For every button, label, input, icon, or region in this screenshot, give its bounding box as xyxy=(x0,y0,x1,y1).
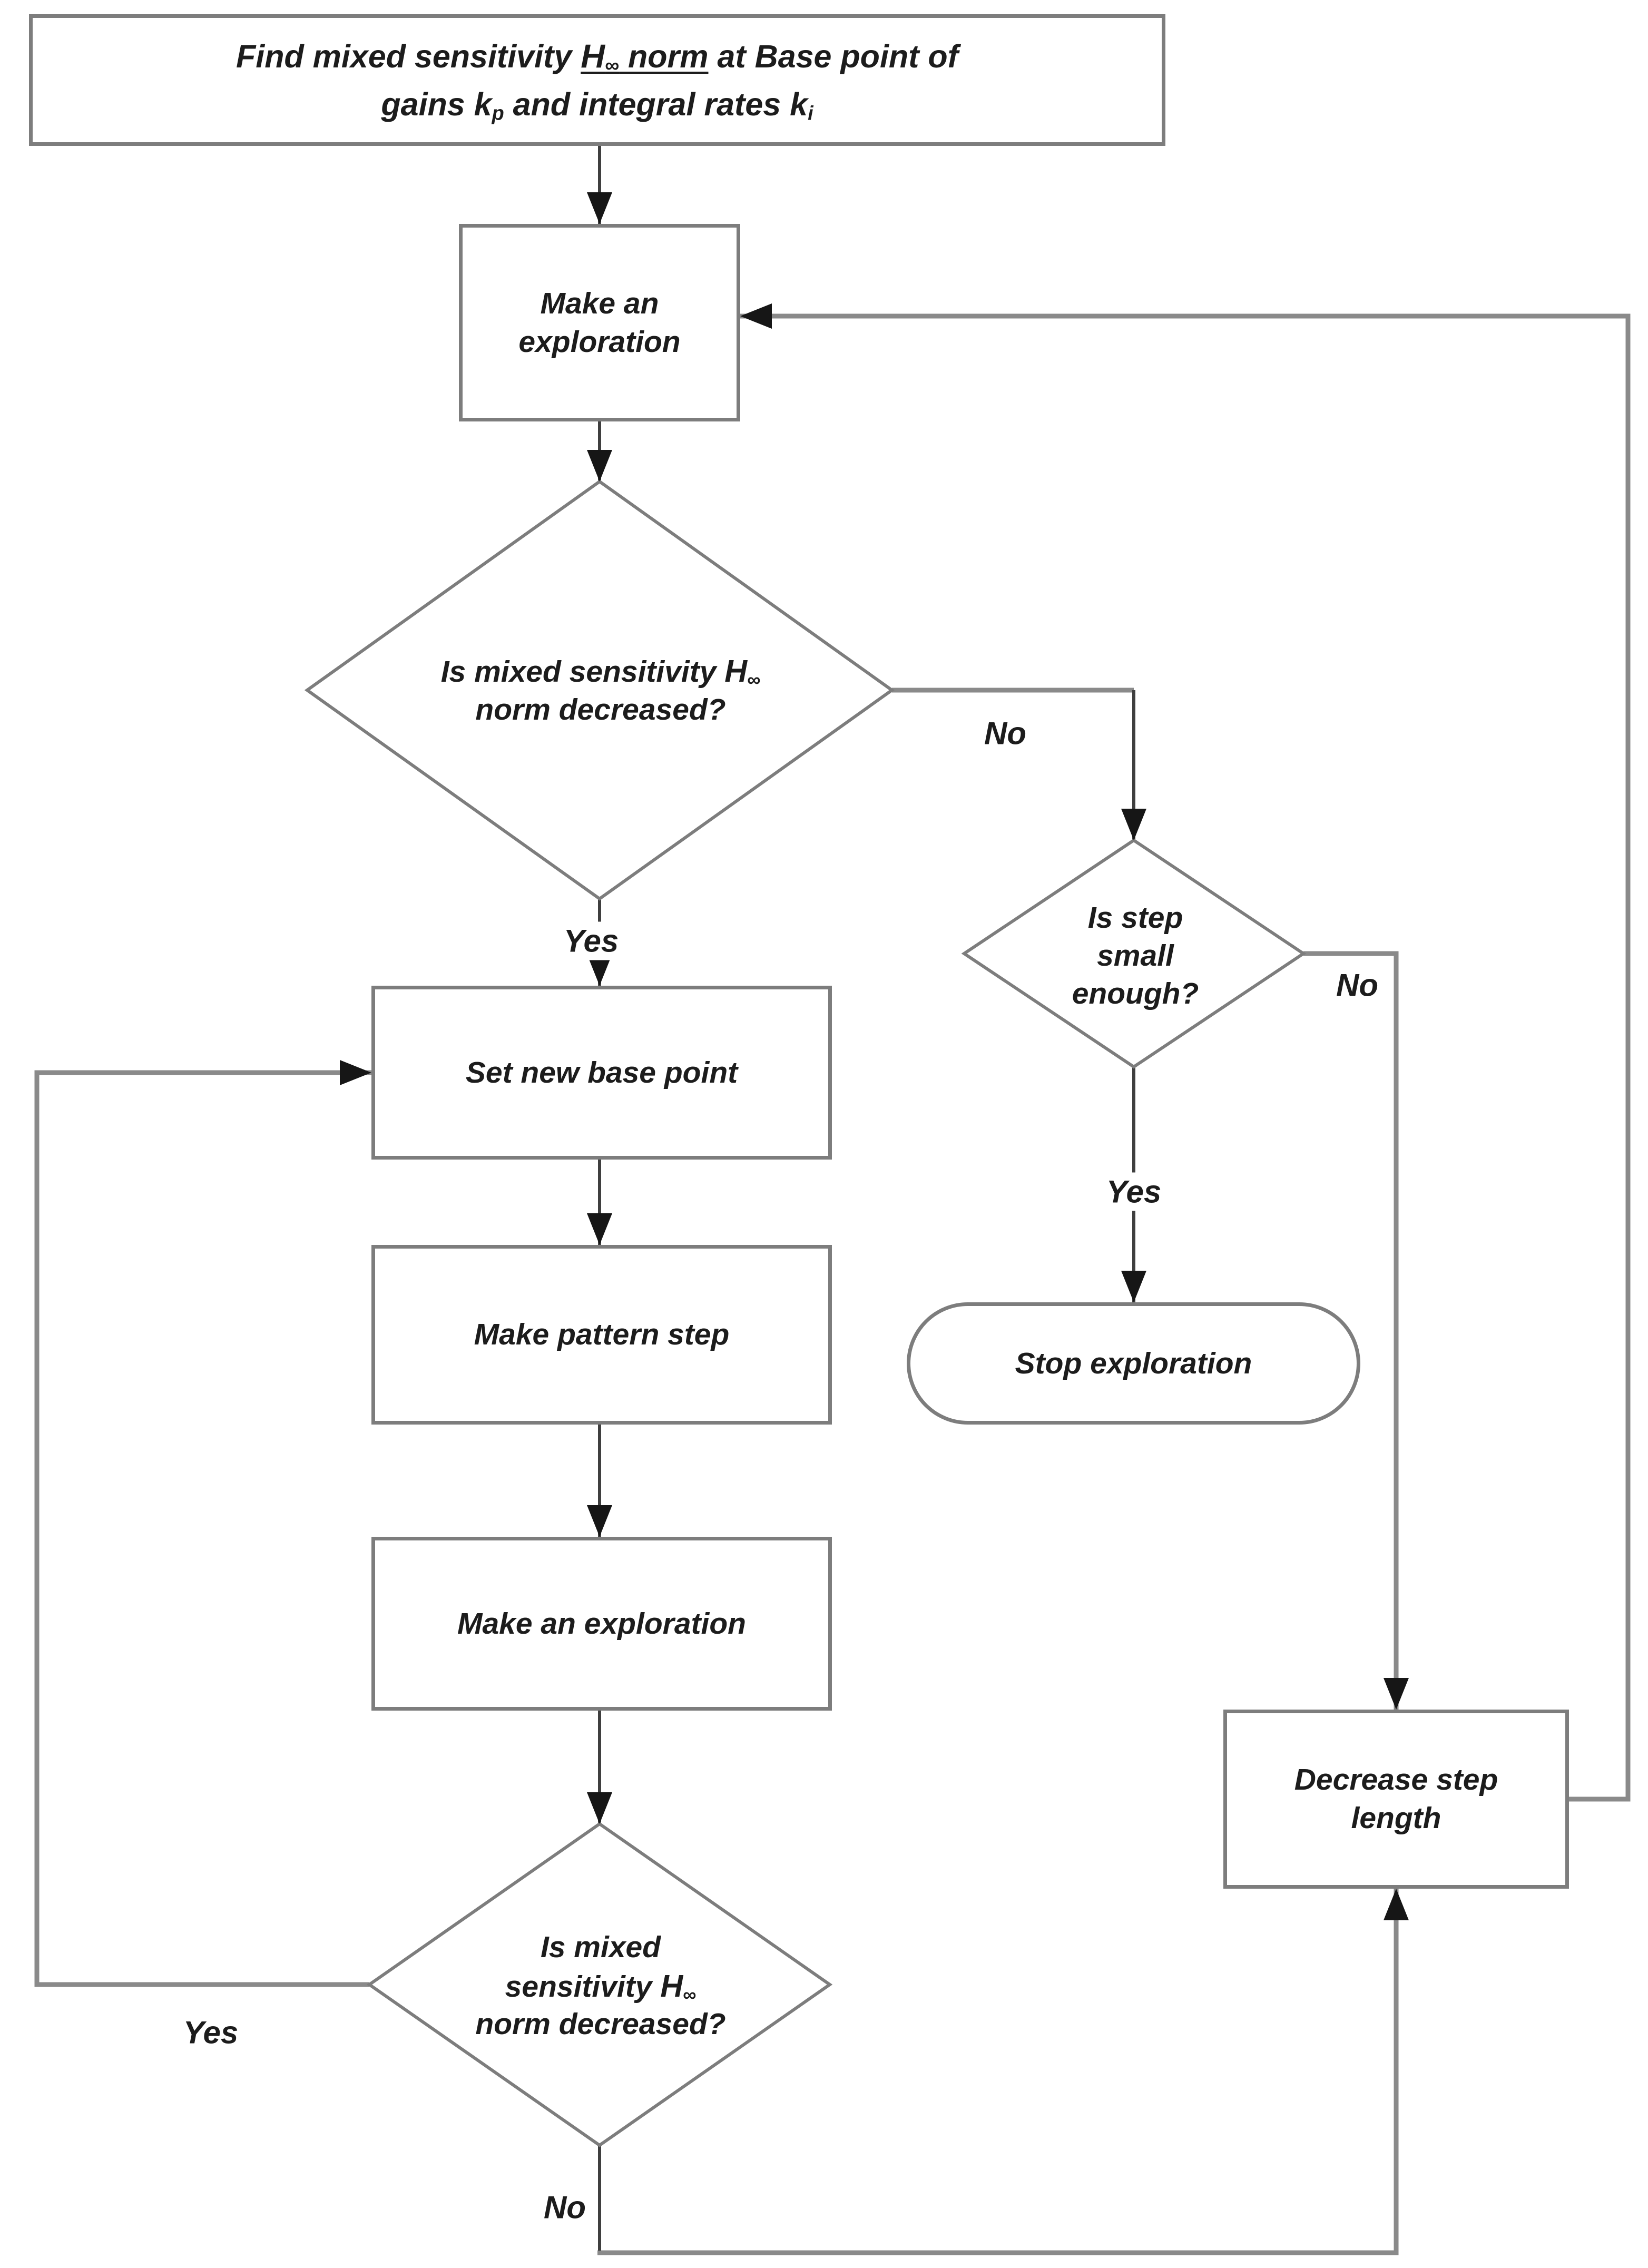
node-make-pattern-step: Make pattern step xyxy=(371,1245,832,1425)
decision3-label: Is mixed sensitivity H∞ norm decreased? xyxy=(475,1930,726,2041)
edge-label-decision3-yes: Yes xyxy=(175,2013,246,2052)
node-make-exploration-1-label: Make an exploration xyxy=(518,286,681,359)
node-make-pattern-step-label: Make pattern step xyxy=(474,1318,730,1352)
node-make-exploration-2: Make an exploration xyxy=(371,1537,832,1711)
edge-label-decision2-no: No xyxy=(1329,966,1386,1005)
node-set-new-base-point-label: Set new base point xyxy=(465,1055,738,1089)
edge-decision3-yes-loop-to-set-base xyxy=(34,1070,371,1987)
decision2-label: Is step small enough? xyxy=(1072,901,1199,1010)
node-make-exploration-2-label: Make an exploration xyxy=(457,1606,746,1641)
decision1-diamond xyxy=(304,479,895,901)
decision2-diamond xyxy=(961,838,1307,1069)
node-stop-exploration-label: Stop exploration xyxy=(1015,1346,1252,1380)
arrowhead-into-decision3 xyxy=(587,1792,612,1824)
arrowhead-into-stop xyxy=(1121,1271,1146,1302)
edge-decision2-no-to-decrease xyxy=(1303,951,1399,1710)
ki-symbol: ki xyxy=(790,86,813,125)
edge-label-decision1-yes: Yes xyxy=(556,921,626,960)
h-infinity-norm: H∞ norm xyxy=(581,37,709,77)
kp-symbol: kp xyxy=(474,86,504,125)
edge-label-decision3-no: No xyxy=(536,2188,593,2227)
h-infinity-symbol: H∞ xyxy=(724,653,761,690)
node-stop-exploration: Stop exploration xyxy=(907,1302,1360,1425)
h-infinity-symbol: H∞ xyxy=(660,1968,697,2005)
decision1-label: Is mixed sensitivity H∞ norm decreased? xyxy=(440,653,761,726)
arrowhead-into-explore2 xyxy=(587,1505,612,1537)
decision3-diamond xyxy=(366,1822,833,2147)
arrowhead-into-decrease-bottom xyxy=(1384,1889,1409,1920)
node-make-exploration-1: Make an exploration xyxy=(459,224,740,421)
arrowhead-into-decision1 xyxy=(587,450,612,482)
edge-decision3-no-to-decrease xyxy=(597,1889,1399,2255)
arrowhead-into-set-base-top xyxy=(587,954,612,986)
edge-label-decision2-yes: Yes xyxy=(1098,1172,1169,1211)
arrowhead-into-explore1-right xyxy=(740,303,772,329)
arrowhead-into-decrease-top xyxy=(1384,1678,1409,1710)
node-decrease-step-length-label: Decrease step length xyxy=(1294,1763,1498,1835)
arrowhead-into-set-base-left xyxy=(340,1060,371,1085)
node-start-label: Find mixed sensitivity H∞ norm at Base p… xyxy=(236,37,958,125)
edge-decrease-to-explore1-feedback xyxy=(740,313,1631,1802)
node-start: Find mixed sensitivity H∞ norm at Base p… xyxy=(29,14,1165,146)
arrowhead-into-explore1-top xyxy=(587,192,612,224)
arrowhead-into-decision2 xyxy=(1121,809,1146,840)
edge-label-decision1-no: No xyxy=(977,714,1034,753)
node-set-new-base-point: Set new base point xyxy=(371,986,832,1160)
arrowhead-into-pattern xyxy=(587,1213,612,1245)
node-decrease-step-length: Decrease step length xyxy=(1223,1710,1569,1889)
